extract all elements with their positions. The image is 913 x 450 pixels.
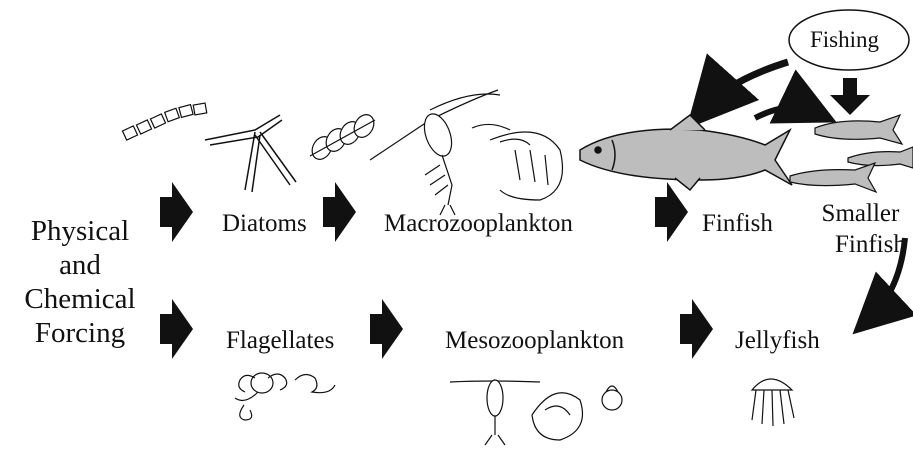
mesozooplankton-illustration — [450, 380, 622, 445]
arrow-fishing-to-smaller-finfish — [830, 78, 870, 115]
arrow-forcing-to-flagellates — [160, 299, 193, 359]
finfish-label: Finfish — [702, 211, 773, 236]
arrow-diatoms-to-macrozooplankton — [323, 182, 356, 242]
smaller-finfish-line-2: Finfish — [815, 229, 906, 260]
mesozooplankton-label: Mesozooplankton — [445, 328, 624, 353]
diatoms-label: Diatoms — [222, 211, 307, 236]
driver-line-1: Physical — [14, 214, 146, 248]
arrow-finfish-to-smaller-finfish — [755, 107, 815, 118]
diatom-chain-illustration — [122, 103, 206, 140]
diatom-disc-illustration — [308, 111, 378, 163]
arrow-flagellates-to-mesozooplankton — [370, 299, 403, 359]
diatom-star-illustration — [205, 115, 296, 192]
arrow-mesozooplankton-to-jellyfish — [680, 299, 713, 359]
smaller-finfish-label: Smaller Finfish — [815, 198, 906, 260]
finfish-illustration — [580, 115, 792, 190]
driver-label: Physical and Chemical Forcing — [14, 214, 146, 350]
driver-line-4: Forcing — [14, 316, 146, 350]
jellyfish-label: Jellyfish — [735, 328, 820, 353]
smaller-finfish-illustration — [790, 115, 913, 192]
arrow-macrozooplankton-to-finfish — [655, 182, 688, 242]
smaller-finfish-line-1: Smaller — [815, 198, 906, 229]
copepod-illustration — [370, 90, 500, 215]
flagellates-label: Flagellates — [226, 328, 334, 353]
shrimp-illustration — [472, 124, 563, 200]
arrow-fishing-to-finfish — [705, 62, 788, 108]
driver-line-3: Chemical — [14, 282, 146, 316]
flagellates-illustration — [235, 373, 335, 420]
fishing-label: Fishing — [810, 28, 879, 51]
jellyfish-illustration — [752, 379, 794, 426]
driver-line-2: and — [14, 248, 146, 282]
macrozooplankton-label: Macrozooplankton — [384, 211, 573, 236]
arrow-forcing-to-diatoms — [160, 182, 193, 242]
